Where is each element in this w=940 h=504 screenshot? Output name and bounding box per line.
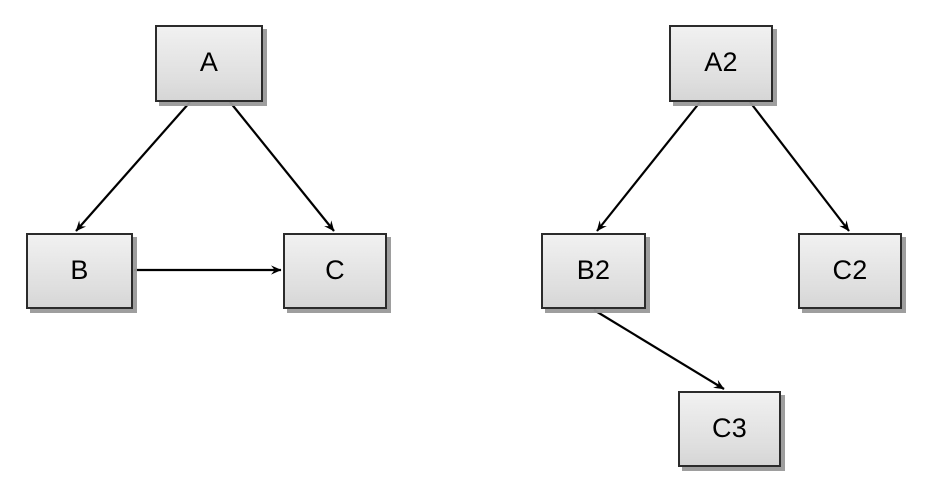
edge-a2-to-b2 xyxy=(596,101,701,232)
node-a[interactable]: A xyxy=(155,25,263,102)
node-label: B xyxy=(70,254,89,285)
node-label: B2 xyxy=(576,254,611,285)
node-b[interactable]: B xyxy=(26,233,133,309)
node-a2[interactable]: A2 xyxy=(669,25,773,102)
node-label: C xyxy=(325,254,345,285)
node-label: C3 xyxy=(712,412,747,443)
node-label: C2 xyxy=(832,254,868,285)
node-b2[interactable]: B2 xyxy=(541,233,646,309)
node-label: A2 xyxy=(704,47,738,77)
node-label: A xyxy=(199,47,219,77)
node-c3[interactable]: C3 xyxy=(678,391,781,467)
edge-a-to-c xyxy=(229,101,335,232)
node-c[interactable]: C xyxy=(283,233,387,309)
edge-a2-to-c2 xyxy=(749,101,850,232)
edge-a-to-b xyxy=(75,101,191,232)
edge-b2-to-c3 xyxy=(593,309,725,390)
node-c2[interactable]: C2 xyxy=(798,233,902,309)
